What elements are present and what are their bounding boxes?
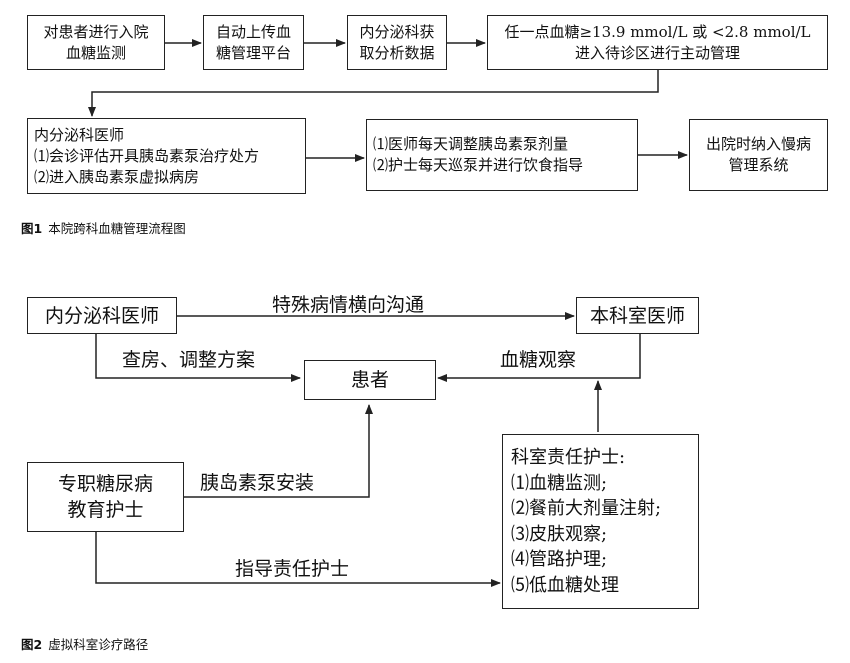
flow-box-discharge-chronic: 出院时纳入慢病 管理系统 — [689, 119, 828, 191]
figure2-caption-text: 虚拟科室诊疗路径 — [48, 637, 149, 652]
node-label: ⑵餐前大剂量注射; — [511, 498, 662, 519]
figure1-caption-label: 图1 — [21, 221, 43, 236]
node-department-doctor: 本科室医师 — [576, 297, 699, 334]
node-endocrine-doctor: 内分泌科医师 — [27, 297, 177, 334]
node-label: ⑷管路护理; — [511, 549, 608, 570]
flow-box-line: 进入待诊区进行主动管理 — [574, 43, 740, 62]
arrow-diabetes-nurse-to-resp-nurse — [95, 532, 501, 587]
arrow-diabetes-nurse-to-patient — [184, 404, 373, 498]
edge-label-pump-installation: 胰岛素泵安装 — [200, 472, 315, 494]
flow-box-line: 血糖监测 — [65, 43, 126, 62]
flow-box-admission-monitoring: 对患者进行入院 血糖监测 — [27, 15, 165, 70]
flow-box-endocrine-analysis: 内分泌科获 取分析数据 — [347, 15, 447, 70]
flow-box-line: 取分析数据 — [359, 43, 435, 62]
node-label: 患者 — [350, 369, 389, 391]
figure2-caption-label: 图2 — [21, 637, 43, 652]
node-label: ⑴血糖监测; — [511, 472, 608, 494]
node-patient: 患者 — [304, 360, 436, 400]
edge-label-rounds-adjust: 查房、调整方案 — [122, 349, 256, 371]
node-label: ⑸低血糖处理 — [511, 574, 619, 596]
node-label: 科室责任护士: — [511, 447, 626, 468]
flow-box-line: 自动上传血 — [215, 22, 291, 41]
flow-box-line: 对患者进行入院 — [43, 22, 149, 41]
node-label: 内分泌科医师 — [44, 304, 159, 327]
flow-box-line: ⑴医师每天调整胰岛素泵剂量 — [373, 135, 569, 153]
arrow-endo-to-patient — [95, 334, 301, 382]
flow-box-daily-management: ⑴医师每天调整胰岛素泵剂量 ⑵护士每天巡泵并进行饮食指导 — [366, 119, 638, 191]
arrow-dept-to-patient — [437, 334, 641, 382]
edge-label-guide-nurse: 指导责任护士 — [235, 558, 350, 580]
flow-box-line: ⑵护士每天巡泵并进行饮食指导 — [373, 156, 584, 174]
figure1-caption-text: 本院跨科血糖管理流程图 — [48, 221, 186, 236]
arrow-4-to-5 — [88, 70, 659, 117]
node-label: 本科室医师 — [589, 304, 685, 327]
flow-box-line: 内分泌科获 — [359, 22, 435, 41]
flow-box-line: 内分泌科医师 — [34, 125, 125, 144]
flow-box-line: ⑴会诊评估开具胰岛素泵治疗处方 — [34, 146, 260, 165]
edge-label-glucose-observation: 血糖观察 — [500, 349, 577, 371]
node-label: 专职糖尿病 — [57, 473, 153, 495]
node-label: ⑶皮肤观察; — [511, 523, 608, 545]
flow-box-threshold-waiting: 任一点血糖≥13.9 mmol/L 或 <2.8 mmol/L 进入待诊区进行主… — [487, 15, 828, 70]
flow-box-auto-upload: 自动上传血 糖管理平台 — [203, 15, 304, 70]
flow-box-line: ⑵进入胰岛素泵虚拟病房 — [34, 167, 200, 186]
figure2-caption: 图2 虚拟科室诊疗路径 — [21, 634, 148, 653]
edge-label-special-communication: 特殊病情横向沟通 — [272, 294, 425, 316]
flow-box-line: 任一点血糖≥13.9 mmol/L 或 <2.8 mmol/L — [504, 22, 811, 41]
figure1-caption: 图1 本院跨科血糖管理流程图 — [21, 218, 186, 237]
flow-box-line: 糖管理平台 — [215, 43, 291, 62]
flow-box-line: 出院时纳入慢病 — [705, 135, 811, 153]
flow-box-endocrine-doctor: 内分泌科医师 ⑴会诊评估开具胰岛素泵治疗处方 ⑵进入胰岛素泵虚拟病房 — [27, 118, 306, 194]
node-responsible-nurse: 科室责任护士: ⑴血糖监测; ⑵餐前大剂量注射; ⑶皮肤观察; ⑷管路护理; ⑸… — [502, 434, 699, 609]
flow-box-line: 管理系统 — [728, 156, 789, 174]
node-diabetes-education-nurse: 专职糖尿病 教育护士 — [27, 462, 184, 532]
node-label: 教育护士 — [67, 499, 144, 521]
